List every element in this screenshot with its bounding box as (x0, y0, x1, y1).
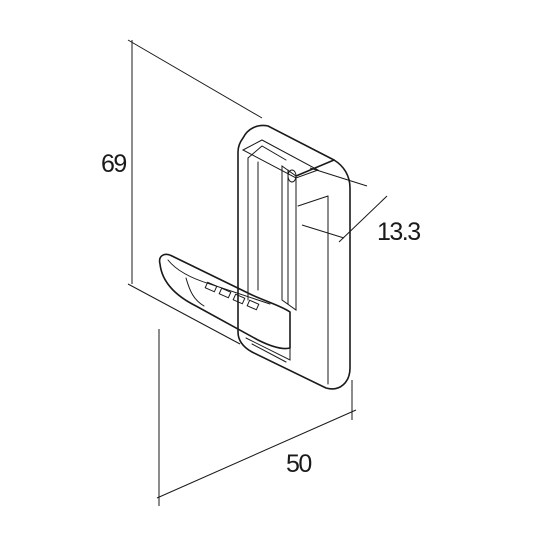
dimension-height-extension-top (127, 39, 263, 119)
dimension-depth-label: 13.3 (377, 218, 420, 246)
grip-tooth-2 (218, 287, 232, 299)
grip-tooth-4 (246, 299, 260, 311)
dimension-width-label: 50 (286, 450, 311, 478)
hook-body (237, 124, 351, 390)
grip-tooth-3 (232, 293, 246, 305)
hook-arm (158, 253, 291, 350)
top-bevel (241, 139, 320, 179)
dimension-depth: 13.3 (301, 167, 422, 246)
slot-outline (281, 165, 297, 311)
hook-arm-outline (158, 253, 291, 350)
hook-arm-mid-line (185, 277, 205, 307)
hook-arm-top-face (167, 259, 271, 305)
dimension-height-extension-bottom (127, 283, 241, 345)
grip-tooth-1 (204, 281, 218, 293)
dimension-width-line (156, 409, 357, 499)
back-plate-outline (237, 124, 351, 390)
dimension-depth-extension-bottom (301, 224, 345, 239)
dimension-width: 50 (156, 329, 357, 506)
grip-teeth (204, 281, 260, 311)
groove-left-top (247, 145, 287, 161)
dimension-depth-line (338, 195, 388, 243)
screw-cap-icon (287, 169, 297, 183)
dimension-height-label: 69 (101, 150, 126, 178)
dimension-height: 69 (101, 39, 263, 345)
dimension-depth-extension-top (309, 167, 368, 187)
bottom-rail-inner (251, 343, 287, 363)
back-plate-side-face-top (297, 195, 329, 207)
